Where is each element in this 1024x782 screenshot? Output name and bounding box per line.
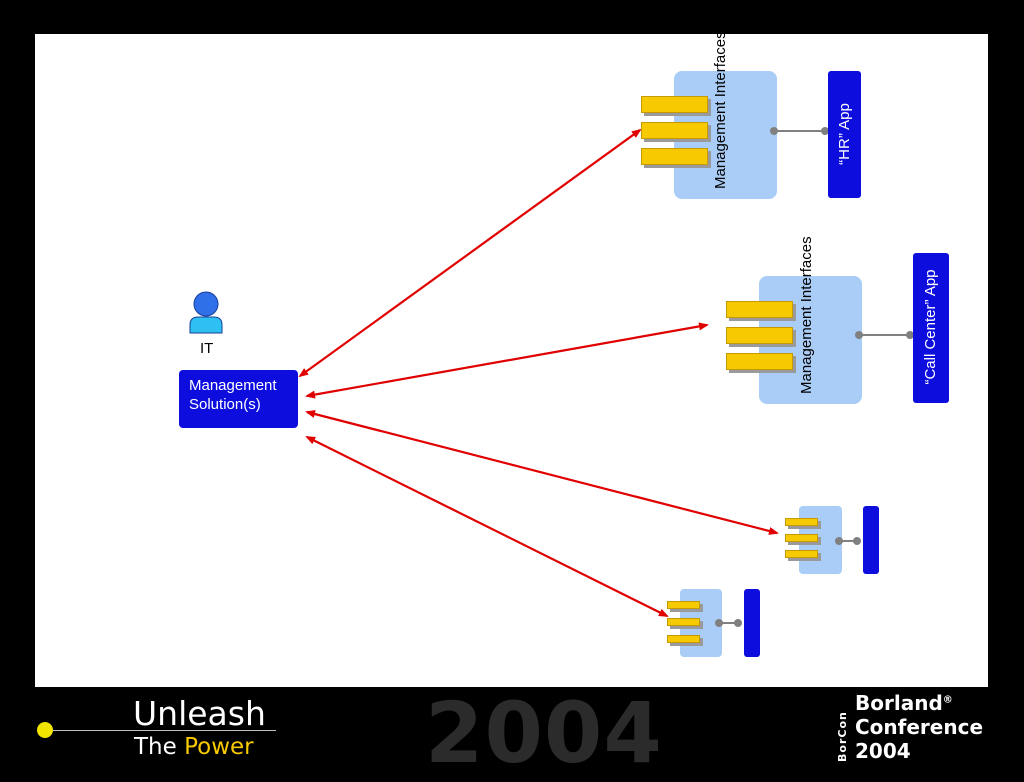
interface-bar <box>641 96 708 113</box>
connector-dot <box>821 127 829 135</box>
connector-dot <box>715 619 723 627</box>
connector-dot <box>855 331 863 339</box>
footer-rule <box>53 730 276 731</box>
registered-mark: ® <box>942 694 953 706</box>
borcon-vertical-logo: BorCon <box>836 711 849 762</box>
conference-year-text: 2004 <box>855 739 911 763</box>
connector-line <box>838 540 858 542</box>
arrow-to-hr-interfaces <box>298 128 642 378</box>
interface-bar <box>785 550 818 558</box>
connector-dot <box>906 331 914 339</box>
hr-app-box <box>828 71 861 198</box>
management-interfaces-label: Management Interfaces <box>798 236 815 394</box>
conference-text: Conference <box>855 715 984 739</box>
interface-bar <box>667 601 700 609</box>
hr-app-label: “HR” App <box>836 103 853 165</box>
app-box <box>744 589 760 657</box>
interface-bar <box>726 301 793 318</box>
year-watermark: 2004 <box>425 684 663 782</box>
the-power-text: The Power <box>134 734 254 760</box>
interface-bar <box>785 518 818 526</box>
connector-dot <box>835 537 843 545</box>
footer-banner: Unleash The Power 2004 BorCon Borland® C… <box>0 684 1024 782</box>
slide-canvas: IT Management Solution(s) Management Int… <box>35 31 988 687</box>
power-word: Power <box>184 734 254 760</box>
call-center-app-label: “Call Center” App <box>922 269 939 385</box>
the-word: The <box>134 734 177 760</box>
interface-bar <box>641 148 708 165</box>
arrow-to-fourth-interfaces <box>305 436 669 617</box>
interface-bar <box>726 327 793 344</box>
connector-line <box>859 334 910 336</box>
arrows-layer <box>298 128 779 617</box>
borland-text: Borland® <box>855 691 953 715</box>
bullet-dot-icon <box>37 722 53 738</box>
interface-bar <box>667 635 700 643</box>
app-box <box>863 506 879 574</box>
interface-bar <box>641 122 708 139</box>
person-icon <box>189 291 223 334</box>
unleash-text: Unleash <box>133 694 266 733</box>
interface-bar <box>726 353 793 370</box>
interface-bar <box>667 618 700 626</box>
connector-dot <box>770 127 778 135</box>
connector-dot <box>734 619 742 627</box>
call-center-app-box <box>913 253 949 403</box>
borland-word: Borland <box>855 691 943 715</box>
connector-line <box>719 622 739 624</box>
interface-bar <box>785 534 818 542</box>
arrow-to-callcenter-interfaces <box>305 322 709 399</box>
connector-dot <box>853 537 861 545</box>
management-interfaces-label: Management Interfaces <box>712 31 729 189</box>
connector-line <box>774 130 825 132</box>
management-solution-box: Management Solution(s) <box>179 370 298 428</box>
it-label: IT <box>200 340 214 357</box>
